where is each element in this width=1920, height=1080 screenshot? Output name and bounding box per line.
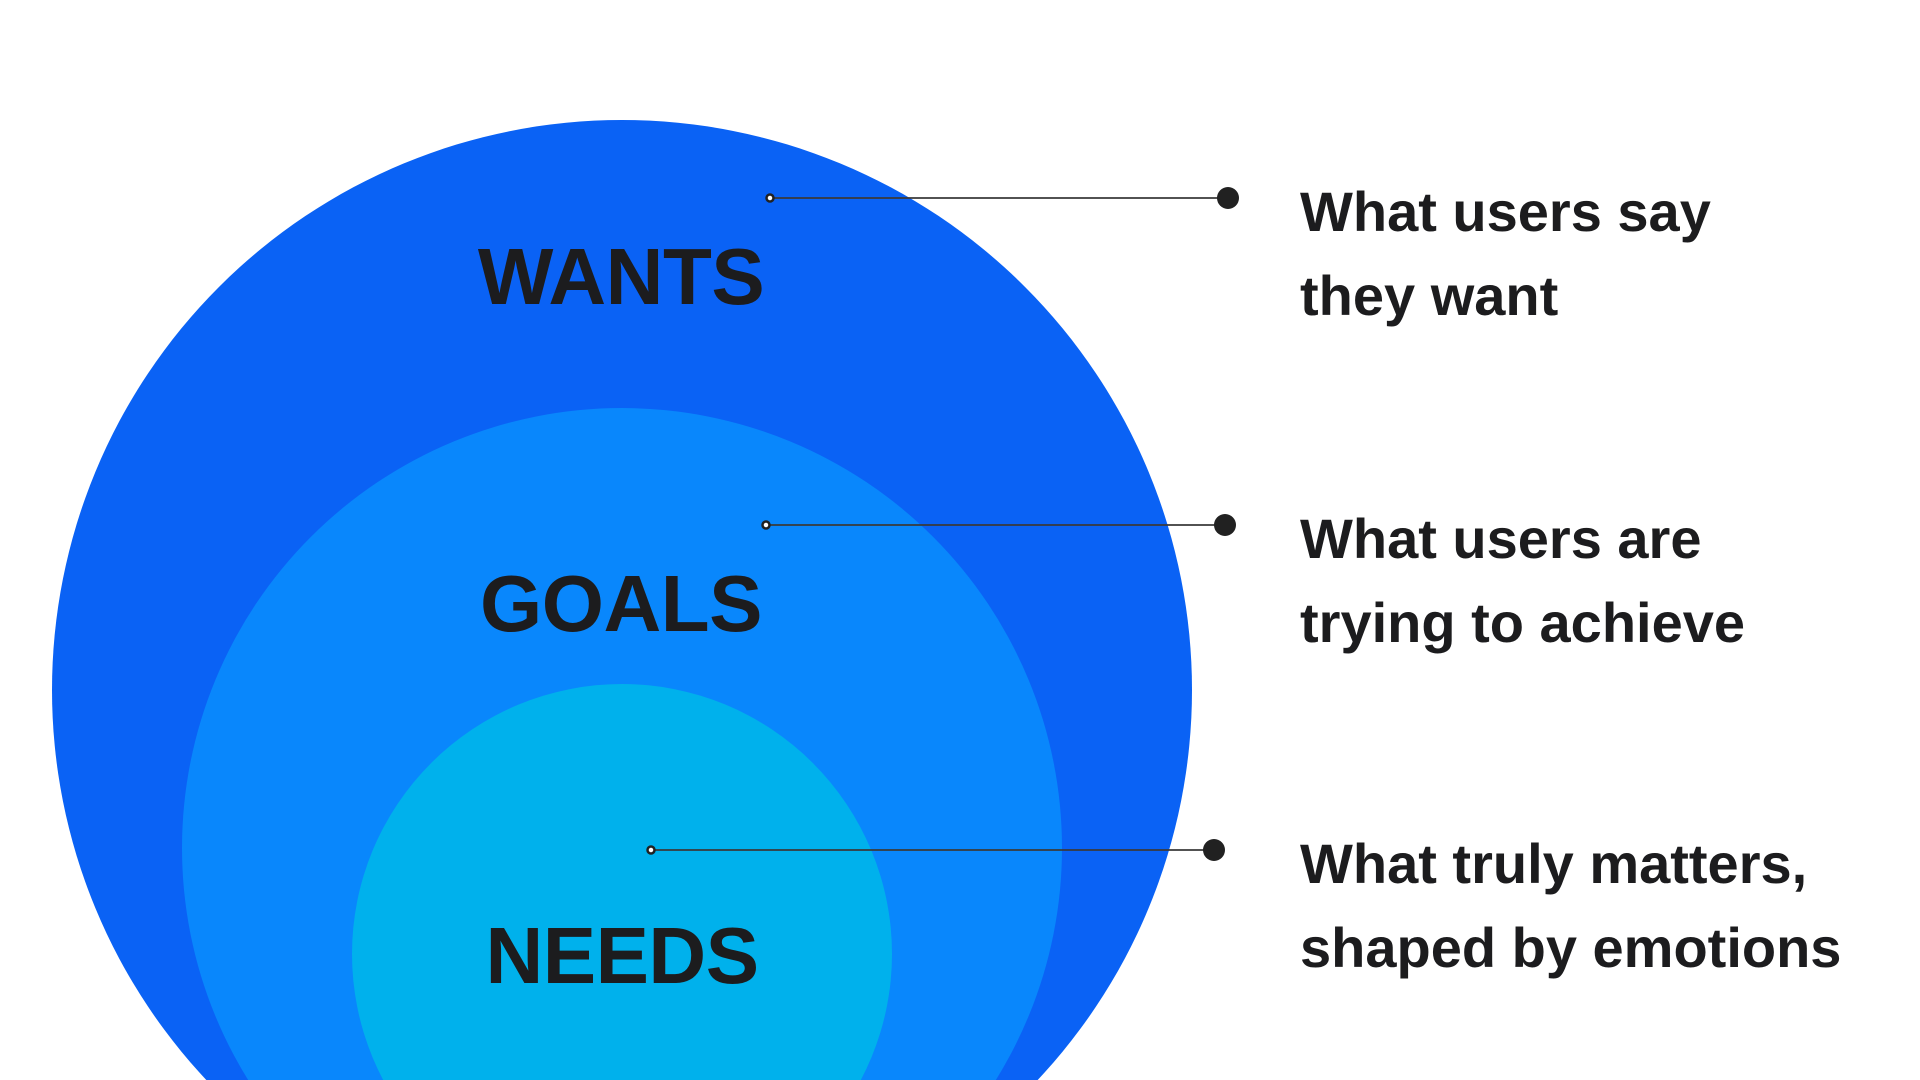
annotation-wants-line1: What users say [1300,180,1711,243]
wants-label: WANTS [477,232,765,321]
needs-circle [352,684,892,1080]
annotation-needs: What truly matters, shaped by emotions [1300,822,1841,990]
line-anchor-dot-needs [646,845,656,855]
line-end-dot-needs [1203,839,1225,861]
annotation-wants-line2: they want [1300,264,1559,327]
line-end-dot-goals [1214,514,1236,536]
goals-label: GOALS [480,559,762,648]
line-anchor-dot-wants [765,193,775,203]
line-end-dot-wants [1217,187,1239,209]
annotation-needs-line2: shaped by emotions [1300,916,1842,979]
annotation-wants: What users say they want [1300,170,1711,338]
annotation-goals-line2: trying to achieve [1300,591,1746,654]
line-anchor-dot-goals [761,520,771,530]
annotation-goals-line1: What users are [1300,507,1702,570]
annotation-needs-line1: What truly matters, [1300,832,1808,895]
annotation-goals: What users are trying to achieve [1300,497,1745,665]
needs-label: NEEDS [485,911,759,1000]
